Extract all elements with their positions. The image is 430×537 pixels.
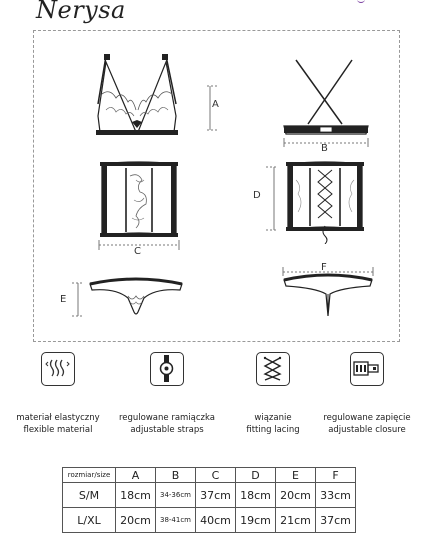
row-size-label: S/M (62, 482, 116, 508)
feature-caption-elastic: materiał elastyczny flexible material (3, 412, 113, 436)
column-header: D (235, 467, 276, 483)
feature-caption-en: adjustable closure (328, 425, 406, 435)
dimension-e-marker (72, 282, 83, 317)
dimension-a-marker (207, 85, 218, 131)
table-cell: 18cm (115, 482, 156, 508)
feature-caption-straps: regulowane ramiączka adjustable straps (112, 412, 222, 436)
column-header: B (155, 467, 196, 483)
label-f: F (321, 262, 327, 273)
adjustable-straps-icon (150, 352, 184, 386)
size-table: rozmiar/size A B C D E F S/M 18cm 34-36c… (62, 467, 356, 533)
bra-back-illustration (283, 59, 369, 135)
fitting-lacing-icon (256, 352, 290, 386)
product-diagram-frame (33, 30, 400, 342)
feature-caption-pl: materiał elastyczny (16, 413, 100, 423)
feature-caption-en: adjustable straps (130, 425, 204, 435)
table-cell: 20cm (275, 482, 316, 508)
table-cell: 33cm (315, 482, 356, 508)
column-header: C (195, 467, 236, 483)
label-e: E (60, 294, 67, 305)
table-cell: 37cm (315, 507, 356, 533)
feature-caption-pl: regulowane ramiączka (118, 413, 216, 423)
size-table-header: rozmiar/size A B C D E F (62, 467, 356, 483)
label-c: C (134, 246, 141, 257)
feature-caption-en: fitting lacing (246, 425, 300, 435)
bra-front-illustration (96, 54, 178, 135)
label-d: D (253, 190, 261, 201)
feature-icons-row (0, 352, 430, 392)
row-size-label: L/XL (62, 507, 116, 533)
dimension-d-marker (266, 166, 277, 231)
column-header: F (315, 467, 356, 483)
brand-accent-dot (357, 0, 365, 3)
table-cell: 38-41cm (155, 507, 196, 533)
thong-back-illustration (283, 273, 373, 317)
thong-front-illustration (89, 277, 183, 315)
dimension-c-marker (98, 240, 180, 250)
table-cell: 21cm (275, 507, 316, 533)
table-cell: 40cm (195, 507, 236, 533)
dimension-b-marker (283, 138, 369, 147)
table-row: L/XL 20cm 38-41cm 40cm 19cm 21cm 37cm (62, 507, 356, 533)
elastic-material-icon (41, 352, 75, 386)
table-cell: 19cm (235, 507, 276, 533)
column-header: E (275, 467, 316, 483)
table-cell: 18cm (235, 482, 276, 508)
belt-back-illustration (286, 161, 364, 244)
feature-caption-en: flexible material (23, 425, 93, 435)
belt-front-illustration (100, 161, 178, 237)
adjustable-closure-icon (350, 352, 384, 386)
label-b: B (321, 143, 328, 154)
label-a: A (212, 99, 219, 110)
table-cell: 34-36cm (155, 482, 196, 508)
feature-caption-pl: regulowane zapięcie (323, 413, 411, 423)
table-cell: 37cm (195, 482, 236, 508)
feature-caption-pl: wiązanie (254, 413, 292, 423)
size-table-corner: rozmiar/size (62, 467, 116, 483)
feature-caption-lacing: wiązanie fitting lacing (218, 412, 328, 436)
table-row: S/M 18cm 34-36cm 37cm 18cm 20cm 33cm (62, 482, 356, 508)
dimension-f-marker (282, 267, 374, 276)
table-cell: 20cm (115, 507, 156, 533)
column-header: A (115, 467, 156, 483)
brand-title: Nerysa (36, 0, 126, 24)
feature-caption-closure: regulowane zapięcie adjustable closure (312, 412, 422, 436)
